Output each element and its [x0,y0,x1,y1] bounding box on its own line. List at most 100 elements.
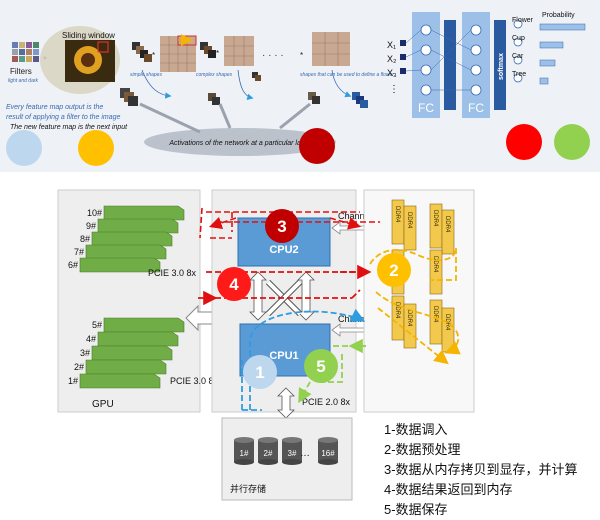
activation-pointer-3 [279,102,311,130]
flow-arrow-1 [141,69,172,99]
flower-shapes-grid [312,32,350,66]
step-4-marker: 4 [217,267,251,301]
feature-map-stack-2 [132,42,152,62]
flow-step2-yellow-upper [369,247,457,281]
flower-shapes-label: shapes that can be used to define a flow… [300,72,394,78]
feature-map-stack-4 [252,72,261,81]
legend-item-2: 2-数据预处理 [384,442,461,457]
ddr-module-label: DDR4 [444,216,450,233]
step-legend: 1-数据调入 2-数据预处理 3-数据从内存拷贝到显存，并计算 4-数据结果返回… [384,420,600,520]
pcie-lower-label: PCIE 3.0 8x *5 [170,376,229,386]
ddr-module-label: DDR4 [432,256,438,273]
flow-arrow-2 [237,69,254,100]
legend-item-5: 5-数据保存 [384,502,448,517]
flow-step1-blue-base [241,360,262,411]
legend-item-3: 3-数据从内存拷贝到显存，并计算 [384,462,578,477]
gpu-card-label: 9# [86,221,96,231]
ddr-module-label: DDR4 [432,210,438,227]
input-x2: X₂ [387,54,397,64]
fc-connection-bar-1 [444,20,456,110]
feature-map-stack-1 [120,88,138,106]
class-label-flower: Flower [512,17,534,24]
flow-step4-red-dashed [206,271,361,299]
convolution-star-2-icon: * [152,51,155,60]
ddr-module-label: DDR4 [394,302,400,319]
step-3-marker: 3 [265,209,299,243]
probability-bar-flower [539,23,586,31]
probability-bar-car [539,59,556,67]
softmax-bar [494,20,506,110]
ddr-module-label: DDR4 [406,212,412,229]
step-4-number: 4 [229,275,239,294]
cnn-feature-extraction: Filters light and dark * Sliding window … [6,26,394,156]
disk-label: 1# [240,449,249,458]
filters-grid [12,42,39,62]
ddr-module [403,303,417,349]
gpu-card-label: 10# [87,208,102,218]
disk-bottom [318,459,338,465]
caption-line-1: Every feature map output is the [6,104,103,111]
flow-step3-arrow-right [329,217,362,230]
ddr-module-label: DDR4 [406,310,412,327]
cpu1-label: CPU1 [269,350,298,362]
gpu-card-6 [79,257,161,273]
disk-label: 3# [288,449,297,458]
gpu-card-9 [97,218,179,234]
cnn-classifier: X₁ X₂ X₃ ⋮ FC FC softmax Probability Flo… [387,12,586,118]
gpu-card-label: 5# [92,320,102,330]
downsample-stacks [208,92,368,108]
ddr-module-label: DDR4 [432,306,438,323]
gpu-card-5 [103,317,185,333]
gpu-card-10 [103,205,185,221]
gpu-card-1 [79,373,161,389]
activations-label: Activations of the network at a particul… [168,140,311,147]
simple-shapes-label: simple shapes [130,72,162,78]
disk-body [282,440,302,462]
flow-step2-yellow-lower [375,291,461,355]
disk-top [258,437,278,443]
flow-arrow-3 [331,69,352,98]
gpu-group-label: GPU [92,399,114,410]
gpu-card-label: 1# [68,376,78,386]
flow-step5-arrow [298,381,312,404]
disk-body [234,440,254,462]
simple-shapes-grid [160,35,197,72]
disk-label: 16# [321,449,335,458]
ddr-module [441,209,455,255]
sunflower-center [81,53,95,67]
legend-item-1: 1-数据调入 [384,422,448,437]
input-node-2 [400,54,406,60]
ddr-module-label: DDR4 [394,206,400,223]
top-step-4-circle [506,124,542,160]
step-5-marker: 5 [304,349,338,383]
input-node-1 [400,40,406,46]
ellipsis-dots: · · · · [262,50,284,61]
fc-layer-1-label: FC [418,101,434,115]
disk-ellipsis: … [300,448,310,459]
class-label-car: Car [512,53,524,60]
gpu-card-label: 8# [80,234,90,244]
gpu-card-4 [97,331,179,347]
cpu-link-vertical-1 [249,271,267,321]
top-step-1-circle [6,130,42,166]
step-2-marker: 2 [377,253,411,287]
caption-line-3: The new feature map is the next input [10,124,128,131]
top-step-5-circle [554,124,590,160]
gpu-card-label: 2# [74,362,84,372]
step-3-number: 3 [277,217,286,236]
step-1-marker: 1 [243,355,277,389]
gpu-card-8 [91,231,173,247]
step-5-number: 5 [316,357,325,376]
disk-label: 2# [264,449,273,458]
gpu-card-label: 4# [86,334,96,344]
disk-body [258,440,278,462]
gpu-card-3 [91,345,173,361]
disk-bottom [258,459,278,465]
input-node-3 [400,68,406,74]
feature-map-stack-3 [200,42,216,58]
top-step-2-circle [78,130,114,166]
gpu-card-label: 3# [80,348,90,358]
flow-step2-yellow-cross [377,307,449,365]
disk-bottom [234,459,254,465]
